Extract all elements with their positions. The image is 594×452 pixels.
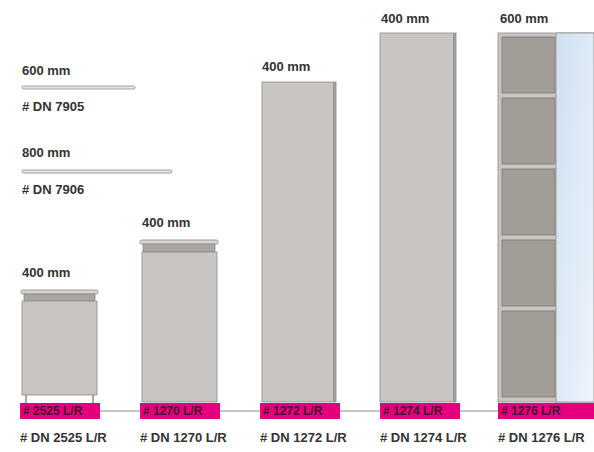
article-number: # DN 1274 L/R xyxy=(380,430,467,445)
article-tag: # 1274 L/R xyxy=(380,403,460,419)
article-code: # 1272 L/R xyxy=(263,403,337,419)
article-code: # 1276 L/R xyxy=(501,403,591,419)
article-tag: # 1276 L/R xyxy=(498,403,594,419)
dimension-label: 600 mm xyxy=(22,63,70,78)
dimension-label: 400 mm xyxy=(262,59,310,74)
article-number: # DN 1272 L/R xyxy=(260,430,347,445)
article-tag: # 1272 L/R xyxy=(260,403,340,419)
article-number: # DN 1270 L/R xyxy=(140,430,227,445)
article-number: # DN 7905 xyxy=(22,99,84,114)
dimension-label: 800 mm xyxy=(22,145,70,160)
article-code: # 1270 L/R xyxy=(143,403,217,419)
article-number: # DN 1276 L/R xyxy=(498,430,585,445)
dimension-label: 400 mm xyxy=(381,11,429,26)
article-code: # 2525 L/R xyxy=(23,403,97,419)
dimension-label: 600 mm xyxy=(500,11,548,26)
article-tag: # 1270 L/R xyxy=(140,403,220,419)
article-tag: # 2525 L/R xyxy=(20,403,100,419)
article-code: # 1274 L/R xyxy=(383,403,457,419)
article-number: # DN 7906 xyxy=(22,182,84,197)
dimension-label: 400 mm xyxy=(22,265,70,280)
dimension-label: 400 mm xyxy=(142,215,190,230)
article-number: # DN 2525 L/R xyxy=(20,430,107,445)
